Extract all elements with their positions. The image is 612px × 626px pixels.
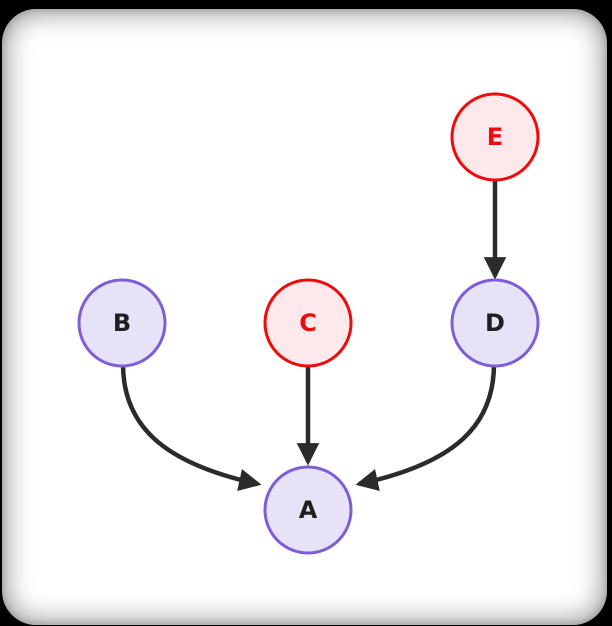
node-A: A xyxy=(263,465,353,555)
node-C-label: C xyxy=(299,309,317,337)
edge-B-A xyxy=(120,363,262,491)
edge-D-A xyxy=(355,363,497,492)
node-D-label: D xyxy=(485,309,505,337)
node-E-label: E xyxy=(487,123,503,151)
node-A-circle xyxy=(263,465,353,555)
node-B-circle xyxy=(77,278,167,368)
node-B: B xyxy=(77,278,167,368)
node-D: D xyxy=(450,278,540,368)
node-A-label: A xyxy=(299,496,318,524)
node-C-circle xyxy=(263,278,353,368)
node-C: C xyxy=(263,278,353,368)
node-E-circle xyxy=(450,92,540,182)
node-E: E xyxy=(450,92,540,182)
node-D-circle xyxy=(450,278,540,368)
node-B-label: B xyxy=(113,309,131,337)
